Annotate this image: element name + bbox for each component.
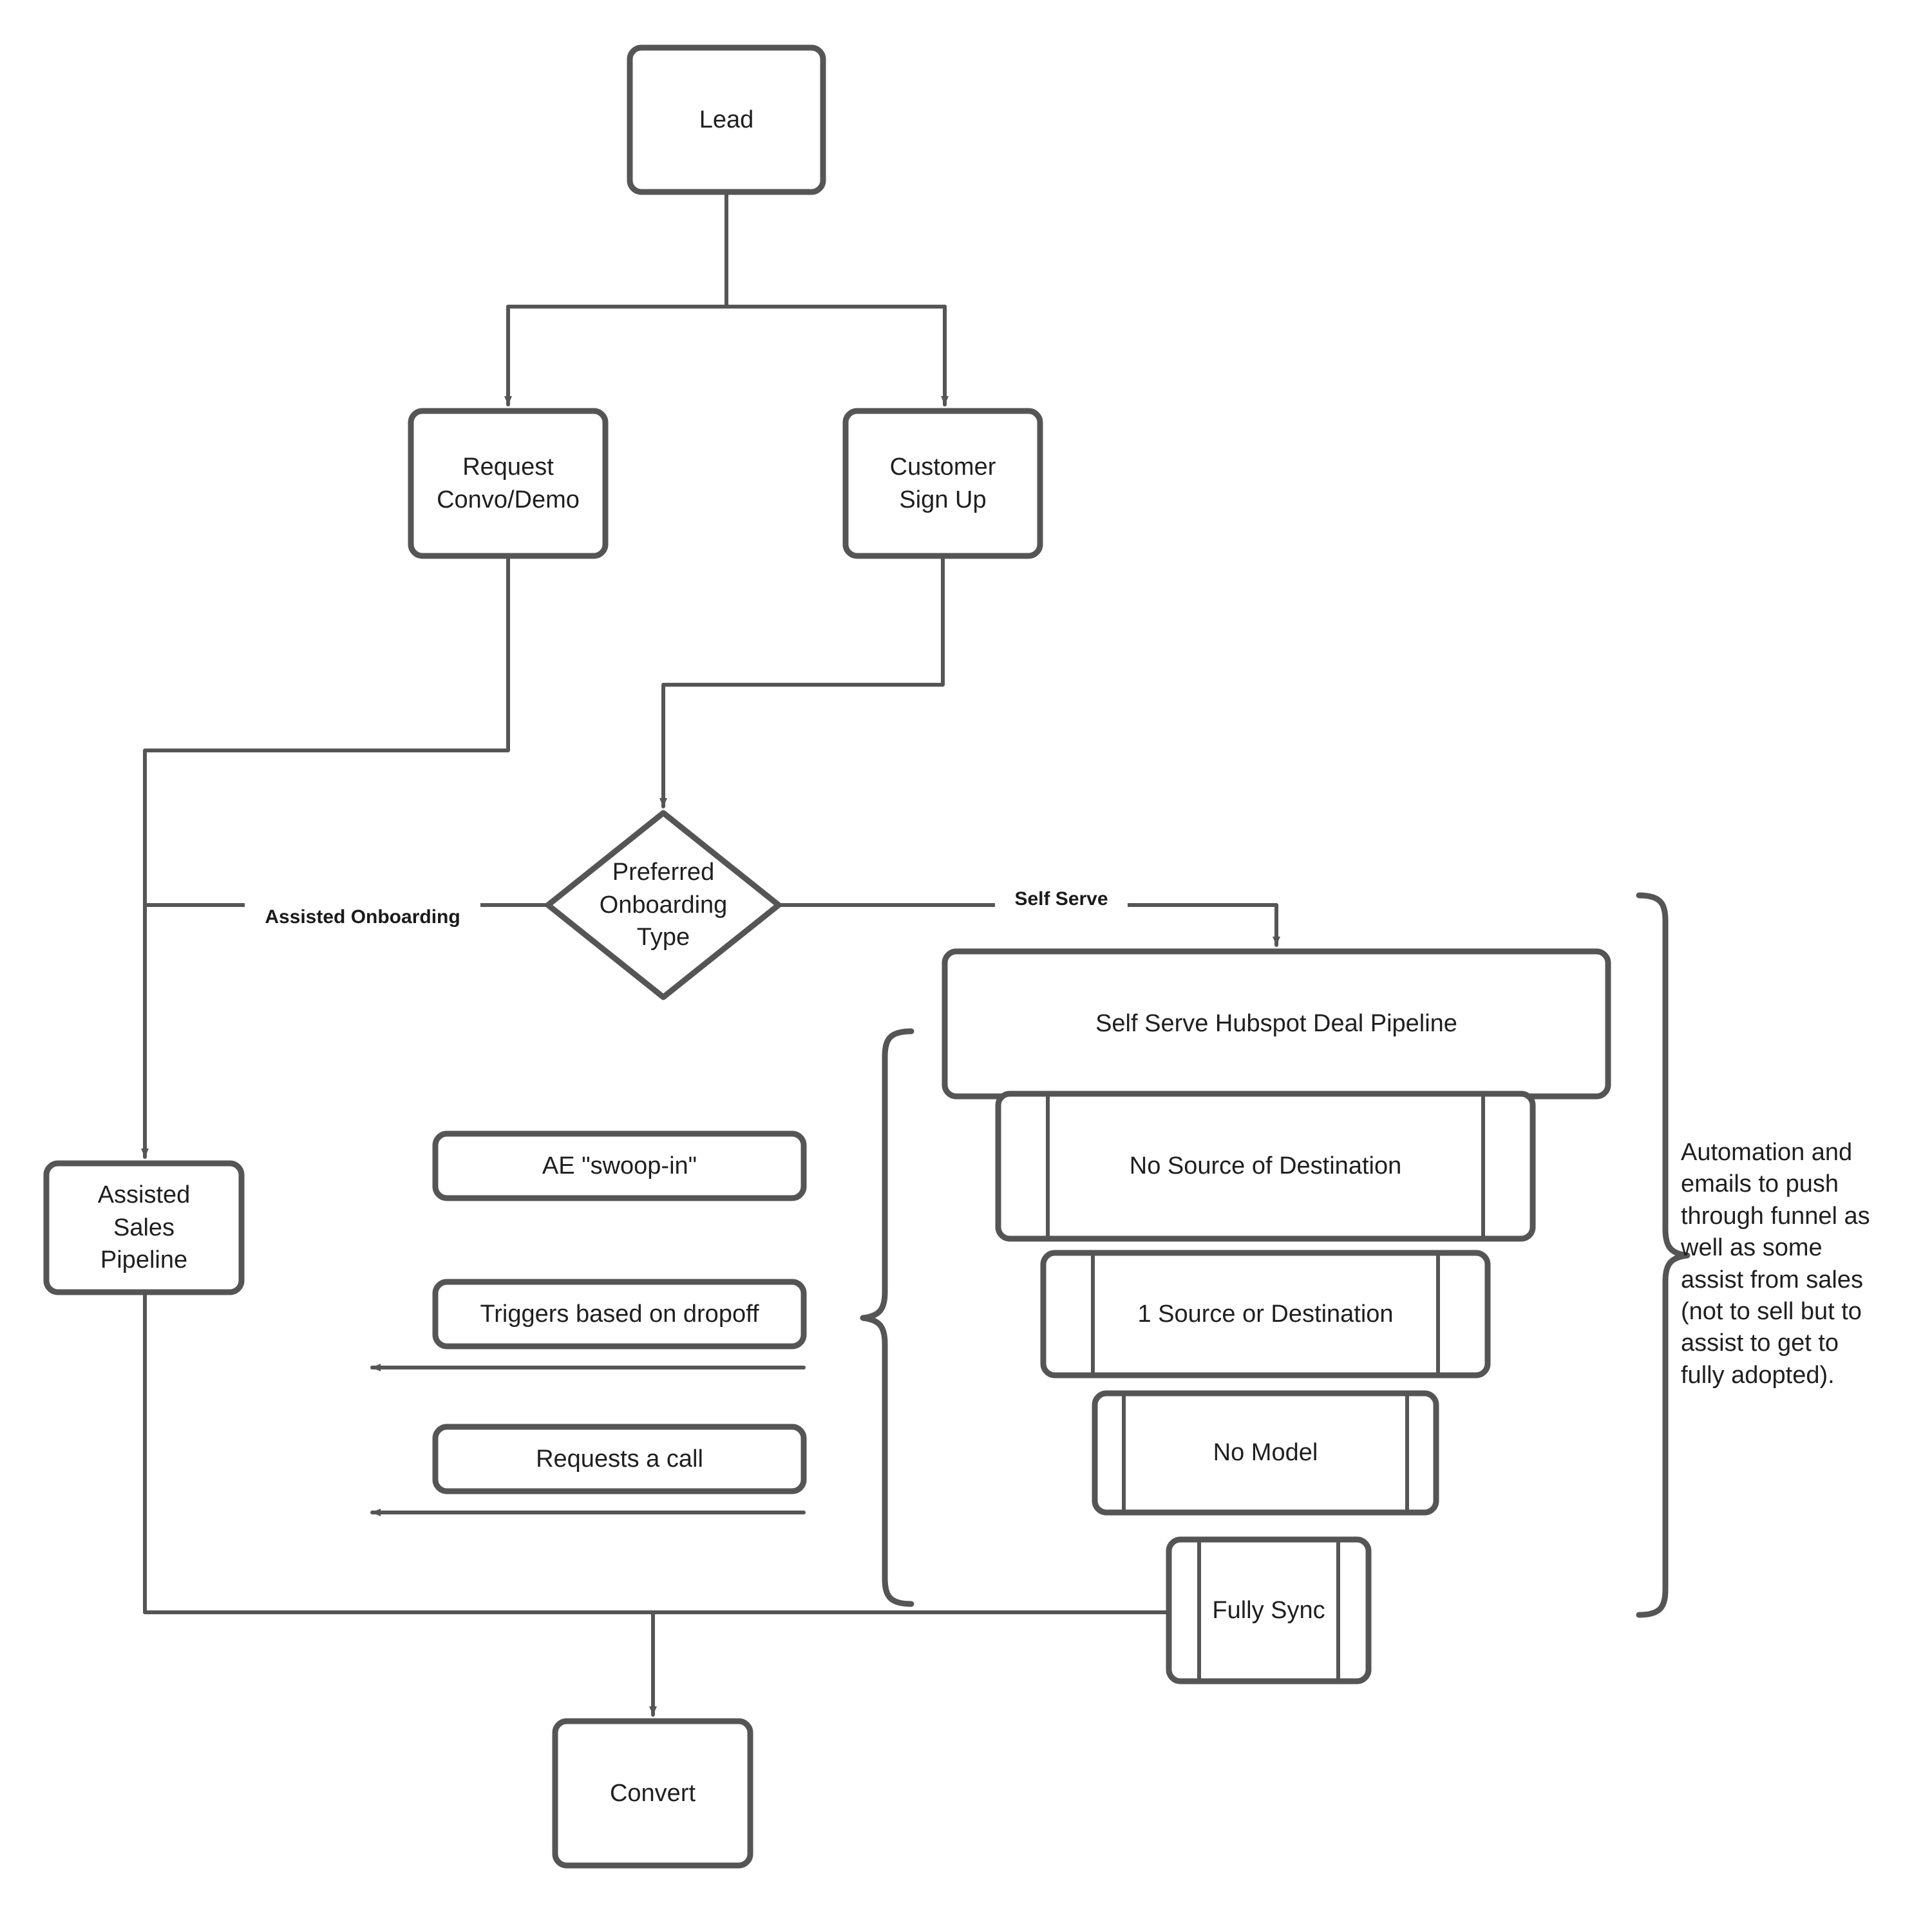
brace-right-annotation xyxy=(1636,892,1690,1618)
node-box-request-convo-demo xyxy=(408,408,609,559)
node-box-customer-sign-up xyxy=(842,408,1043,559)
funnel-stage-box-3 xyxy=(1092,1390,1439,1516)
node-box-assisted-sales-pipeline xyxy=(43,1160,245,1295)
edge-request-convo-demo-to-assisted-sales-pipeline xyxy=(141,554,510,1159)
node-box-requests-a-call xyxy=(432,1424,807,1494)
node-diamond-preferred-onboarding-type xyxy=(545,810,782,1000)
edge-assisted-sales-pipeline-to-convert xyxy=(143,1290,657,1717)
annotation-automation-note: Automation and emails to push through fu… xyxy=(1681,1139,1870,1389)
node-box-lead xyxy=(627,44,826,195)
edge-decision-self-serve xyxy=(777,903,1280,947)
funnel-stage-box-1 xyxy=(995,1091,1536,1242)
brace-left-funnel xyxy=(860,1028,914,1607)
funnel-stage-box-0 xyxy=(942,948,1611,1100)
edge-label-assisted-onboarding: Assisted Onboarding xyxy=(245,902,480,933)
node-box-ae-swoop-in xyxy=(432,1130,807,1201)
edge-label-self-serve: Self Serve xyxy=(995,884,1128,915)
node-box-triggers-based-on-dropoff xyxy=(432,1279,807,1350)
funnel-stage-box-2 xyxy=(1040,1250,1491,1378)
edge-customer-sign-up-to-decision xyxy=(659,554,945,808)
node-box-convert xyxy=(552,1718,753,1869)
